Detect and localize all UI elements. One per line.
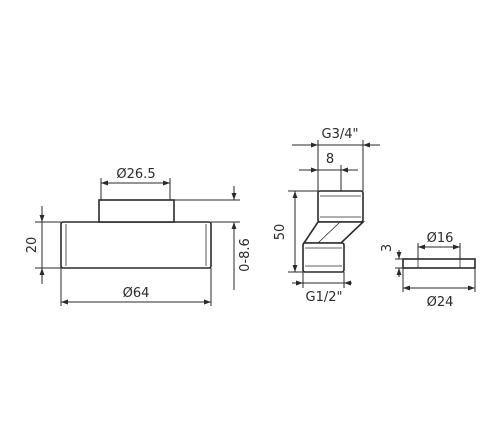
label-flange-bore: Ø26.5 — [116, 167, 155, 182]
label-eccentric-width: 8 — [326, 152, 334, 167]
label-flange-diameter: Ø64 — [123, 286, 150, 301]
dim-washer-outer: Ø24 — [402, 268, 476, 310]
eccentric-part: G3/4" 8 50 G1/2" — [273, 127, 380, 305]
dim-flange-offset: 0-8.6 — [174, 186, 253, 290]
dim-flange-bore: Ø26.5 — [100, 167, 171, 200]
flange-boss — [98, 199, 175, 223]
washer-part: Ø16 3 Ø24 — [380, 231, 476, 310]
label-eccentric-bottom-thread: G1/2" — [306, 290, 343, 305]
label-washer-inner: Ø16 — [427, 231, 454, 246]
label-washer-thickness: 3 — [380, 244, 395, 252]
dim-eccentric-height: 50 — [273, 190, 318, 273]
dim-washer-thickness: 3 — [380, 244, 403, 277]
flange-part: Ø26.5 20 Ø64 0-8.6 — [25, 167, 253, 306]
dim-eccentric-width: 8 — [299, 152, 358, 191]
washer-body — [402, 258, 476, 269]
eccentric-bottom-thread — [302, 242, 345, 273]
dim-eccentric-top-thread: G3/4" — [292, 127, 380, 191]
dim-washer-inner: Ø16 — [417, 231, 461, 259]
label-eccentric-top-thread: G3/4" — [322, 127, 359, 142]
flange-disc — [60, 221, 212, 269]
dim-eccentric-bottom-thread: G1/2" — [292, 272, 352, 305]
label-eccentric-height: 50 — [273, 224, 288, 241]
label-flange-offset: 0-8.6 — [238, 238, 253, 272]
label-washer-outer: Ø24 — [427, 295, 454, 310]
eccentric-offset-body — [302, 221, 365, 244]
dim-flange-diameter: Ø64 — [60, 268, 212, 306]
dim-flange-height: 20 — [25, 206, 61, 284]
label-flange-height: 20 — [25, 237, 40, 254]
